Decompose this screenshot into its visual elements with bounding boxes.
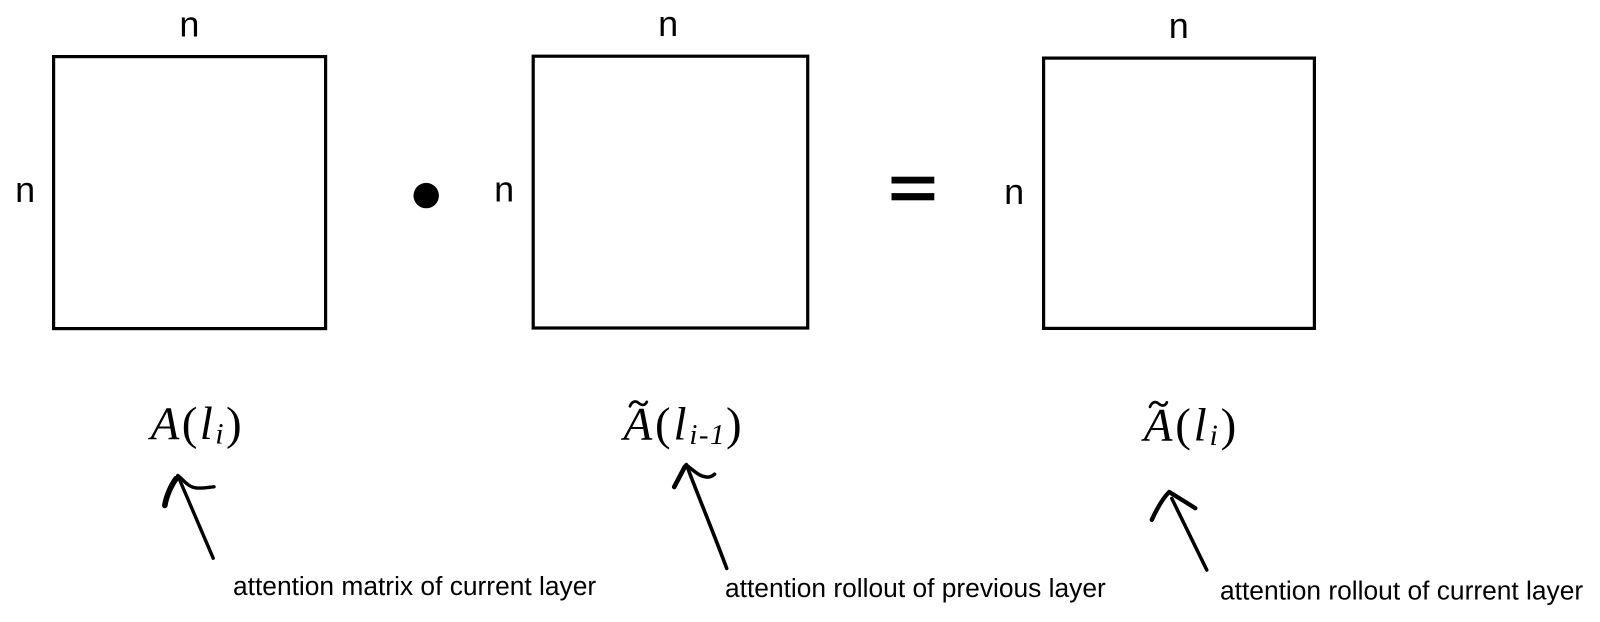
svg-text:n: n bbox=[658, 3, 678, 44]
svg-text:n: n bbox=[1169, 5, 1189, 46]
svg-text:A(li): A(li) bbox=[1141, 400, 1239, 453]
svg-text:attention rollout of current l: attention rollout of current layer bbox=[1220, 576, 1583, 606]
svg-text:n: n bbox=[15, 169, 35, 210]
svg-text:n: n bbox=[179, 4, 199, 45]
svg-text:n: n bbox=[494, 168, 514, 209]
svg-text:n: n bbox=[1004, 171, 1024, 212]
svg-text:attention rollout of previous: attention rollout of previous layer bbox=[725, 573, 1106, 603]
svg-text:A(li): A(li) bbox=[148, 398, 244, 451]
svg-text:attention matrix of current la: attention matrix of current layer bbox=[233, 571, 596, 601]
svg-text:A(li-1): A(li-1) bbox=[621, 399, 745, 452]
